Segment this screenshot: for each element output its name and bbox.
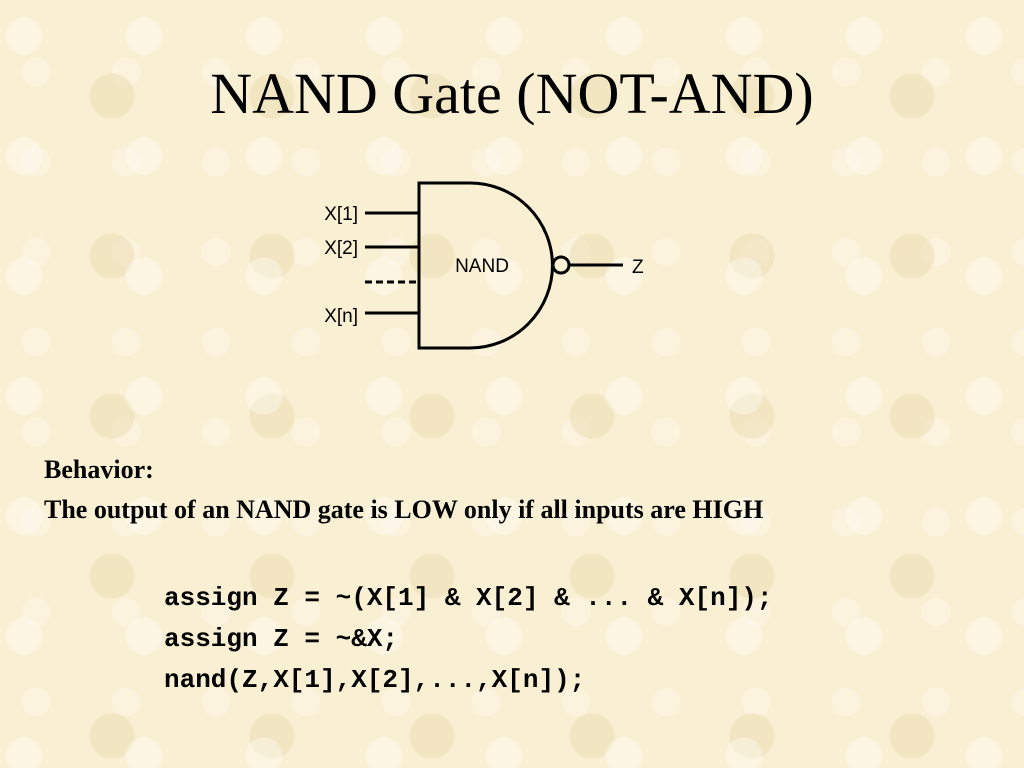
code-line: nand(Z,X[1],X[2],...,X[n]); xyxy=(164,665,586,695)
behavior-section: Behavior: The output of an NAND gate is … xyxy=(44,450,1004,530)
verilog-code-block: assign Z = ~(X[1] & X[2] & ... & X[n]); … xyxy=(164,578,773,701)
code-line: assign Z = ~&X; xyxy=(164,624,399,654)
gate-label: NAND xyxy=(455,256,509,277)
output-label: Z xyxy=(632,257,644,278)
behavior-text: The output of an NAND gate is LOW only i… xyxy=(44,495,764,524)
nand-gate-body xyxy=(417,181,554,350)
slide-title: NAND Gate (NOT-AND) xyxy=(210,61,814,126)
inversion-bubble xyxy=(551,255,571,275)
code-line: assign Z = ~(X[1] & X[2] & ... & X[n]); xyxy=(164,583,773,613)
input-label-2: X[2] xyxy=(324,238,358,259)
behavior-heading: Behavior: xyxy=(44,455,154,484)
input-label-n: X[n] xyxy=(324,306,358,327)
input-label-1: X[1] xyxy=(324,204,358,225)
